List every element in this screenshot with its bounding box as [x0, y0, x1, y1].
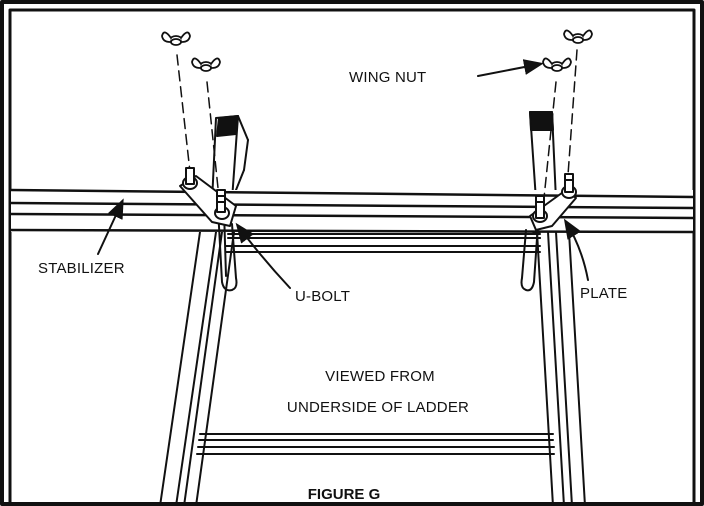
u-bolt-leader: [235, 222, 291, 289]
stabilizer-leader: [97, 198, 124, 255]
ladder-rail-left: [159, 231, 235, 506]
wing-nut-label: WING NUT: [349, 69, 426, 86]
plate-right: [529, 173, 577, 239]
wing-nut-icon: [563, 29, 593, 44]
u-bolt-label: U-BOLT: [295, 288, 350, 305]
caption-line-1: VIEWED FROM: [325, 368, 435, 385]
u-bolt-right: [520, 223, 539, 292]
plate-left: [179, 167, 237, 227]
ladder-top-cap-left: [211, 115, 249, 203]
leader-arrows: [97, 59, 589, 289]
wing-nut-icon: [542, 57, 572, 72]
wing-nut-icon: [161, 31, 191, 46]
ladder-rung-lower: [196, 433, 555, 455]
figure-title: FIGURE G: [308, 486, 381, 503]
stabilizer-bar: [9, 188, 695, 234]
plate-label: PLATE: [580, 285, 627, 302]
plate-leader: [563, 218, 589, 281]
ladder-top-cap-right: [529, 111, 557, 201]
ladder-rail-right: [536, 231, 586, 506]
stabilizer-label: STABILIZER: [38, 260, 125, 277]
ladder-rung-top: [225, 233, 541, 253]
wing-nut-leader: [477, 59, 544, 77]
text-labels: WING NUT STABILIZER U-BOLT PLATE VIEWED …: [38, 69, 627, 503]
wing-nut-icon: [191, 57, 221, 72]
caption-line-2: UNDERSIDE OF LADDER: [287, 399, 469, 416]
alignment-dashes: [176, 49, 578, 199]
